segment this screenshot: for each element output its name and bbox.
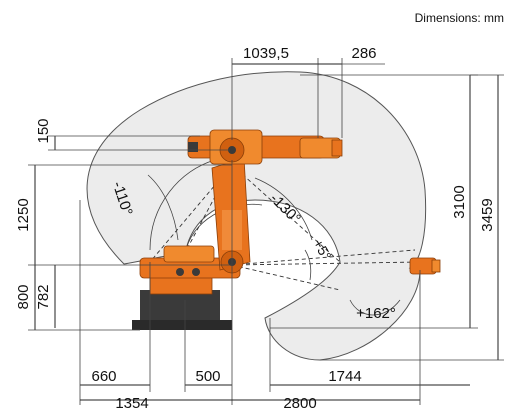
dim-label-left-4: 782 — [35, 284, 52, 309]
dim-label-left-3: 800 — [15, 284, 32, 309]
dim-label-bottom-1: 660 — [91, 368, 116, 385]
robot-upper-arm — [187, 129, 343, 165]
angle-arc — [254, 177, 313, 241]
angle-arc — [304, 249, 312, 281]
robot-lower-arm — [211, 157, 251, 274]
inner-reach-arc-2 — [184, 203, 263, 256]
construction-line — [231, 261, 421, 266]
dim-label-bottom-3: 1744 — [328, 368, 361, 385]
dim-label-bottom-5: 2800 — [283, 395, 316, 412]
dim-label-bottom-2: 500 — [195, 368, 220, 385]
dim-label-bottom-4: 1354 — [115, 395, 148, 412]
construction-line — [231, 264, 341, 291]
dim-label-left-2: 1250 — [15, 198, 32, 231]
angle-arc — [147, 174, 179, 241]
angle-label-4: +162° — [356, 305, 396, 322]
robot-base — [132, 245, 241, 330]
construction-line — [231, 249, 416, 266]
dim-label-right-1: 3100 — [451, 185, 468, 218]
dim-label-top-2: 286 — [351, 45, 376, 62]
dim-label-left-1: 150 — [35, 118, 52, 143]
construction-line — [231, 164, 341, 263]
dim-label-right-2: 3459 — [479, 198, 496, 231]
dim-label-top-1: 1039,5 — [243, 45, 289, 62]
angle-arc — [349, 299, 401, 316]
inner-reach-arc — [149, 159, 216, 251]
robot-wrist-extended — [409, 257, 441, 275]
units-note: Dimensions: mm — [415, 11, 504, 25]
angle-label-3: +5° — [310, 236, 335, 263]
